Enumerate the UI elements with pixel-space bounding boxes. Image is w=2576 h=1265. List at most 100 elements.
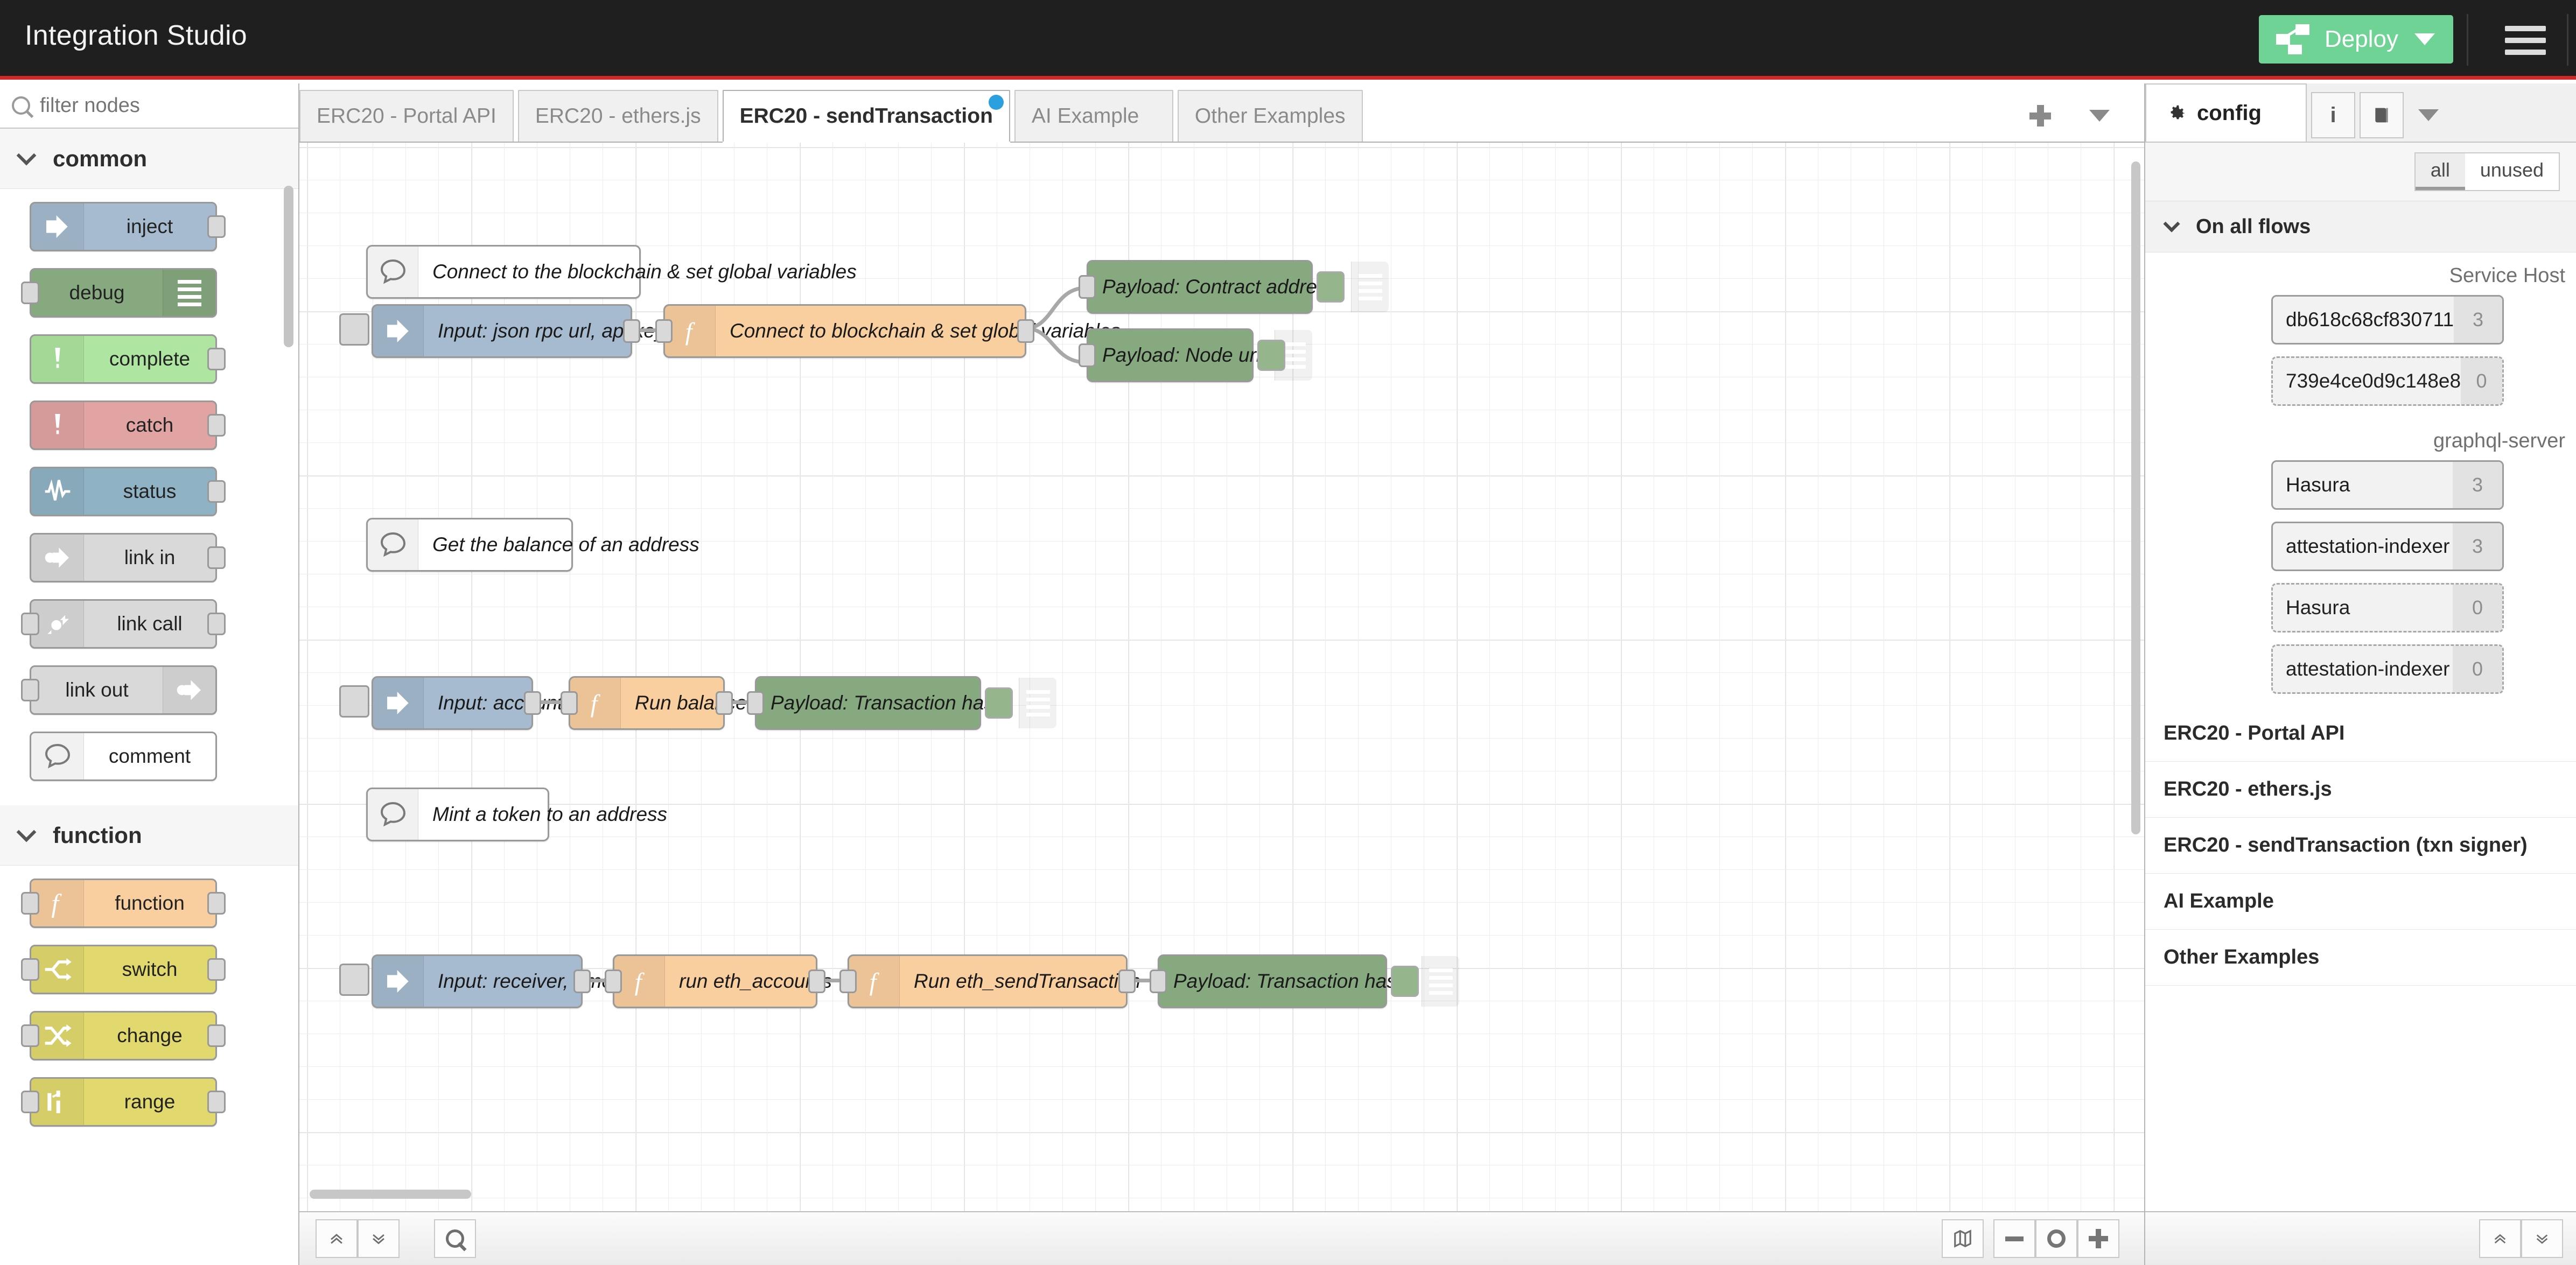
flow-node-debug[interactable]: Payload: Transaction hash <box>747 676 1057 730</box>
config-flow-group-ai-example[interactable]: AI Example <box>2145 874 2576 930</box>
debug-enable-button[interactable] <box>985 687 1013 719</box>
config-flow-group-erc20-sendtransaction-txn-signer-[interactable]: ERC20 - sendTransaction (txn signer) <box>2145 818 2576 874</box>
node-input-port[interactable] <box>655 319 673 343</box>
palette-scrollbar[interactable] <box>284 186 293 347</box>
flow-node-function[interactable]: f Connect to blockchain & set global var… <box>655 304 1121 358</box>
flow-node-debug[interactable]: Payload: Node url <box>1079 328 1313 382</box>
flow-node-inject[interactable]: Input: account <box>372 676 563 730</box>
node-output-port[interactable] <box>1017 319 1034 343</box>
deploy-caret-down-icon[interactable] <box>2414 33 2435 45</box>
node-input-port[interactable] <box>839 969 857 993</box>
node-output-port <box>207 1024 226 1047</box>
canvas-footer-toolbar <box>299 1211 2144 1265</box>
node-input-port[interactable] <box>1150 969 1167 993</box>
caret-down-icon <box>2418 109 2439 121</box>
debug-enable-button[interactable] <box>1391 966 1419 997</box>
canvas-search-button[interactable] <box>434 1219 476 1258</box>
palette-category-common[interactable]: common <box>0 129 298 189</box>
node-input-port[interactable] <box>605 969 622 993</box>
palette-node-switch[interactable]: switch <box>21 945 226 994</box>
palette-node-inject[interactable]: inject <box>30 202 226 251</box>
deploy-button[interactable]: Deploy <box>2259 15 2453 64</box>
palette-category-function[interactable]: function <box>0 805 298 866</box>
comment-node[interactable]: Mint a token to an address <box>366 788 667 841</box>
filter-nodes-input[interactable] <box>40 94 266 117</box>
config-flow-group-erc20-ethers-js[interactable]: ERC20 - ethers.js <box>2145 762 2576 818</box>
flow-tab-erc20-portal-api[interactable]: ERC20 - Portal API <box>299 90 514 142</box>
flow-canvas[interactable]: Connect to the blockchain & set global v… <box>299 143 2144 1211</box>
palette-node-link-out[interactable]: link out <box>21 665 217 715</box>
node-output-port[interactable] <box>623 319 640 343</box>
zoom-reset-button[interactable] <box>2035 1219 2077 1258</box>
sidebar-expand-all-button[interactable] <box>2521 1219 2563 1258</box>
collapse-all-button[interactable] <box>316 1219 358 1258</box>
canvas-horizontal-scrollbar[interactable] <box>310 1190 471 1199</box>
node-input-port[interactable] <box>1079 343 1096 367</box>
palette-node-change[interactable]: change <box>21 1011 226 1060</box>
palette-node-link-in[interactable]: link in <box>30 533 226 582</box>
sidebar-collapse-all-button[interactable] <box>2479 1219 2521 1258</box>
comment-node[interactable]: Connect to the blockchain & set global v… <box>366 245 857 299</box>
canvas-vertical-scrollbar[interactable] <box>2131 161 2140 834</box>
filter-option-unused[interactable]: unused <box>2465 153 2559 190</box>
flow-node-function[interactable]: f Run balanceOf() <box>561 676 781 730</box>
palette-node-catch[interactable]: catch <box>30 400 226 450</box>
sidebar-menu-button[interactable] <box>2404 92 2453 138</box>
node-input-port[interactable] <box>1079 275 1096 299</box>
node-select-handle[interactable] <box>339 313 369 346</box>
expand-all-button[interactable] <box>358 1219 400 1258</box>
config-section-on-all-flows[interactable]: On all flows <box>2145 201 2576 252</box>
debug-enable-button[interactable] <box>1317 271 1345 303</box>
flow-tab-other-examples[interactable]: Other Examples <box>1177 90 1363 142</box>
filter-option-all[interactable]: all <box>2415 153 2465 190</box>
flow-node-function[interactable]: f run eth_accounts <box>605 954 832 1008</box>
sidebar-info-button[interactable]: i <box>2311 92 2355 138</box>
flow-node-debug[interactable]: Payload: Transaction hash <box>1150 954 1460 1008</box>
flow-node-debug[interactable]: Payload: Contract address <box>1079 260 1389 314</box>
node-select-handle[interactable] <box>339 685 369 718</box>
flow-tab-erc20-ethers-js[interactable]: ERC20 - ethers.js <box>517 90 718 142</box>
node-output-port[interactable] <box>524 691 541 715</box>
palette-node-link-call[interactable]: link call <box>21 599 226 649</box>
add-flow-button[interactable] <box>2011 90 2070 142</box>
tab-config[interactable]: config <box>2145 83 2307 142</box>
navigator-button[interactable] <box>1942 1219 1984 1258</box>
flow-node-inject[interactable]: Input: json rpc url, api key, contract a… <box>372 304 822 358</box>
node-input-port[interactable] <box>561 691 578 715</box>
config-flow-group-erc20-portal-api[interactable]: ERC20 - Portal API <box>2145 706 2576 762</box>
config-node-name: 739e4ce0d9c148e8 <box>2286 370 2461 392</box>
flow-tab-erc20-sendtransaction[interactable]: ERC20 - sendTransaction <box>722 90 1010 142</box>
zoom-in-button[interactable] <box>2077 1219 2119 1258</box>
main-menu-hamburger-icon[interactable] <box>2505 26 2546 55</box>
node-output-port <box>207 480 226 503</box>
node-input-port <box>21 282 39 304</box>
flow-list-menu-button[interactable] <box>2070 90 2129 142</box>
node-output-port[interactable] <box>1118 969 1136 993</box>
node-output-port[interactable] <box>716 691 733 715</box>
palette-node-range[interactable]: range <box>21 1077 226 1127</box>
palette-node-status[interactable]: status <box>30 467 226 516</box>
node-output-port[interactable] <box>573 969 591 993</box>
debug-enable-button[interactable] <box>1257 340 1285 371</box>
config-flow-group-label: ERC20 - ethers.js <box>2164 778 2332 801</box>
palette-node-complete[interactable]: complete <box>30 334 226 384</box>
comment-node[interactable]: Get the balance of an address <box>366 518 699 572</box>
config-flow-group-other-examples[interactable]: Other Examples <box>2145 930 2576 986</box>
node-input-port[interactable] <box>747 691 764 715</box>
flow-node-inject[interactable]: Input: receiver, amount <box>372 954 640 1008</box>
flow-node-function[interactable]: f Run eth_sendTransaction <box>839 954 1140 1008</box>
palette-node-debug[interactable]: debug <box>21 268 217 318</box>
node-output-port[interactable] <box>808 969 825 993</box>
sidebar-help-button[interactable] <box>2360 92 2404 138</box>
palette-node-comment[interactable]: comment <box>30 732 217 781</box>
zoom-out-button[interactable] <box>1993 1219 2035 1258</box>
flow-tab-ai-example[interactable]: AI Example <box>1014 90 1173 142</box>
node-select-handle[interactable] <box>339 964 369 996</box>
